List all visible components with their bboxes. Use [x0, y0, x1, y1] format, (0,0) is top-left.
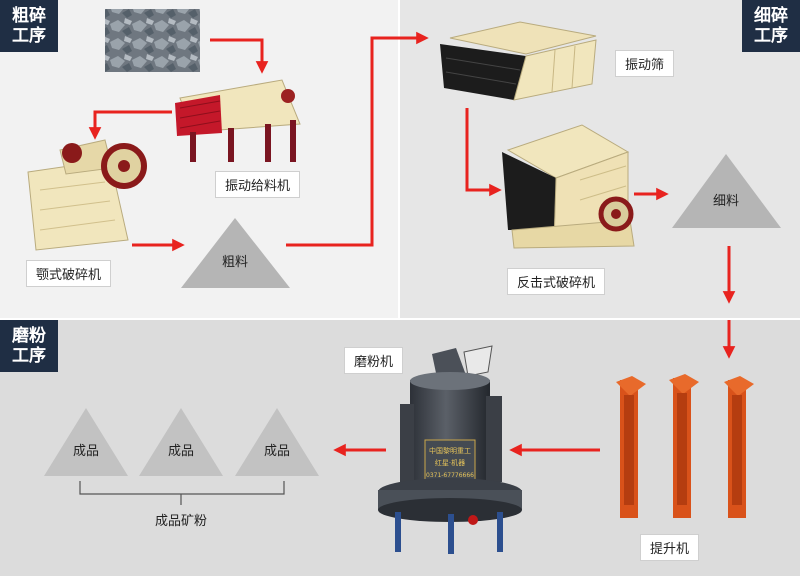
- label-vibrating-screen: 振动筛: [615, 50, 675, 77]
- jaw-crusher-image: [27, 139, 147, 251]
- arrow-coarse-to-screen: [286, 31, 429, 247]
- product-pile-3-label: 成品: [264, 444, 290, 459]
- mill-plate-line1: 中国黎明重工: [429, 446, 471, 455]
- label-vibrating-feeder: 振动给料机: [215, 171, 301, 198]
- grinding-mill-image: 中国黎明重工 红星·机器 0371-67776666: [378, 345, 522, 554]
- product-bracket: [79, 481, 285, 505]
- label-bucket-elevator: 提升机: [640, 534, 700, 561]
- product-pile-1: [44, 408, 128, 476]
- vibrating-feeder-image: [175, 79, 301, 162]
- stage-tag-coarse-line1: 粗碎: [12, 6, 46, 26]
- stage-tag-mill-line2: 工序: [12, 346, 46, 366]
- label-jaw-crusher: 颚式破碎机: [26, 260, 112, 287]
- raw-stone-image: [105, 9, 200, 72]
- product-pile-2-label: 成品: [168, 444, 194, 459]
- product-powder-label: 成品矿粉: [155, 514, 207, 529]
- stage-tag-coarse-line2: 工序: [12, 26, 46, 46]
- arrow-stone-to-feeder: [210, 38, 269, 74]
- bucket-elevators-image: [616, 374, 754, 518]
- stage-tag-fine: 细碎 工序: [742, 0, 800, 52]
- vibrating-screen-image: [440, 21, 597, 101]
- fine-pile-label: 细料: [713, 194, 739, 209]
- stage-tag-coarse: 粗碎 工序: [0, 0, 58, 52]
- stage-tag-mill: 磨粉 工序: [0, 320, 58, 372]
- stage-tag-fine-line2: 工序: [754, 26, 788, 46]
- stage-tag-fine-line1: 细碎: [754, 6, 788, 26]
- arrow-feeder-to-jaw: [88, 110, 172, 140]
- product-pile-1-label: 成品: [73, 444, 99, 459]
- mill-plate-line3: 0371-67776666: [426, 472, 474, 479]
- fine-pile: [672, 154, 781, 228]
- mill-plate-line2: 红星·机器: [435, 458, 465, 467]
- coarse-pile: [181, 218, 290, 288]
- product-pile-3: [235, 408, 319, 476]
- impact-crusher-image: [502, 124, 635, 249]
- arrow-screen-to-impact: [465, 108, 502, 197]
- label-impact-crusher: 反击式破碎机: [507, 268, 606, 295]
- coarse-pile-label: 粗料: [222, 255, 248, 270]
- label-grinding-mill: 磨粉机: [344, 347, 404, 374]
- stage-tag-mill-line1: 磨粉: [12, 326, 46, 346]
- product-pile-2: [139, 408, 223, 476]
